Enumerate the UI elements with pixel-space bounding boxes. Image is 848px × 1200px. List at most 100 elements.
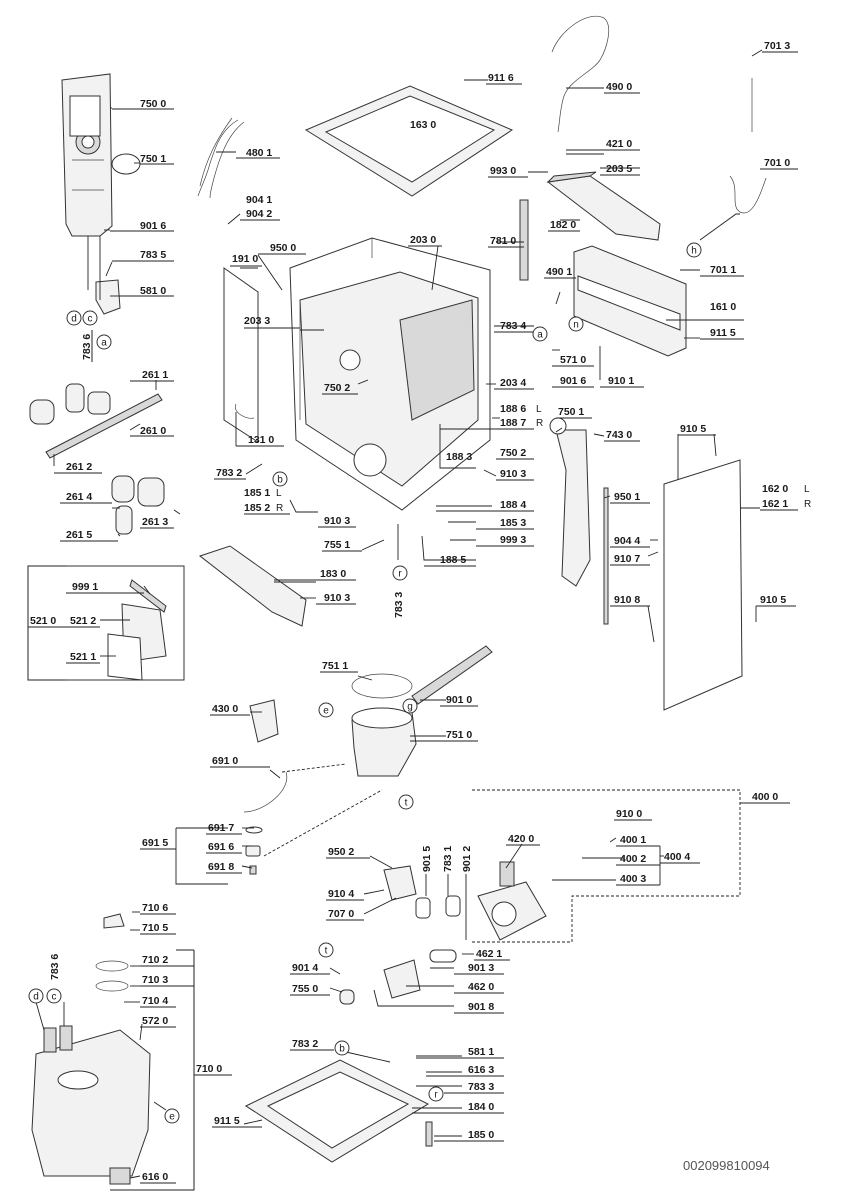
svg-text:d: d bbox=[71, 314, 77, 325]
label-203-0: 203 0 bbox=[410, 234, 436, 246]
callout-t-1: t bbox=[398, 794, 414, 810]
label-185-2: 185 2 bbox=[244, 502, 270, 514]
label-910-4: 910 4 bbox=[328, 888, 354, 900]
label-188-4: 188 4 bbox=[500, 499, 526, 511]
label-781-0: 781 0 bbox=[490, 235, 516, 247]
label-421-0: 421 0 bbox=[606, 138, 632, 150]
label-261-1: 261 1 bbox=[142, 369, 168, 381]
callout-e-1: e bbox=[318, 702, 334, 718]
label-999-3: 999 3 bbox=[500, 534, 526, 546]
label-188-7: 188 7 bbox=[500, 417, 526, 429]
control-module-part bbox=[61, 73, 141, 237]
label-400-4: 400 4 bbox=[664, 851, 690, 863]
svg-text:r: r bbox=[398, 569, 402, 580]
callout-d-1: d bbox=[66, 310, 82, 326]
svg-text:t: t bbox=[405, 798, 408, 809]
svg-text:a: a bbox=[101, 338, 107, 349]
label-901-4: 901 4 bbox=[292, 962, 318, 974]
svg-text:c: c bbox=[88, 314, 93, 325]
label-999-1: 999 1 bbox=[72, 581, 98, 593]
label-131-0: 131 0 bbox=[248, 434, 274, 446]
label-462-1: 462 1 bbox=[476, 948, 502, 960]
top-rail-part bbox=[546, 171, 661, 241]
callout-t-2: t bbox=[318, 942, 334, 958]
callout-g-1: g bbox=[402, 698, 418, 714]
label-750-1: 750 1 bbox=[140, 153, 166, 165]
tub-frame-part bbox=[289, 237, 491, 511]
label-581-0: 581 0 bbox=[140, 285, 166, 297]
label-755-0: 755 0 bbox=[292, 983, 318, 995]
label-750-2: 750 2 bbox=[324, 382, 350, 394]
document-code: 002099810094 bbox=[683, 1158, 770, 1173]
label-261-2: 261 2 bbox=[66, 461, 92, 473]
label-750-2-right: 750 2 bbox=[500, 447, 526, 459]
label-420-0: 420 0 bbox=[508, 833, 534, 845]
label-701-0: 701 0 bbox=[764, 157, 790, 169]
callout-markers: d c a b r a n h e g t t d c e b r bbox=[28, 242, 702, 1124]
label-182-0: 182 0 bbox=[550, 219, 576, 231]
label-904-2: 904 2 bbox=[246, 208, 272, 220]
label-480-1: 480 1 bbox=[246, 147, 272, 159]
label-755-1: 755 1 bbox=[324, 539, 350, 551]
label-950-1: 950 1 bbox=[614, 491, 640, 503]
power-cable-part bbox=[551, 15, 610, 133]
label-188-6: 188 6 bbox=[500, 403, 526, 415]
label-783-4: 783 4 bbox=[500, 320, 526, 332]
label-184-0: 184 0 bbox=[468, 1101, 494, 1113]
filter-frame-part bbox=[27, 565, 185, 681]
label-743-0: 743 0 bbox=[606, 429, 632, 441]
svg-text:c: c bbox=[52, 992, 57, 1003]
svg-text:d: d bbox=[33, 992, 39, 1003]
label-911-5-top: 911 5 bbox=[710, 327, 736, 339]
label-261-3: 261 3 bbox=[142, 516, 168, 528]
svg-text:b: b bbox=[339, 1044, 345, 1055]
label-701-3: 701 3 bbox=[764, 40, 790, 52]
label-910-1: 910 1 bbox=[608, 375, 634, 387]
callout-r-1: r bbox=[392, 565, 408, 581]
heater-part bbox=[249, 699, 279, 743]
label-911-5-base: 911 5 bbox=[214, 1115, 240, 1127]
callout-a-2: a bbox=[532, 326, 548, 342]
svg-text:e: e bbox=[169, 1112, 175, 1123]
label-911-6: 911 6 bbox=[488, 72, 514, 84]
label-710-6: 710 6 bbox=[142, 902, 168, 914]
label-950-2: 950 2 bbox=[328, 846, 354, 858]
label-904-1: 904 1 bbox=[246, 194, 272, 206]
valve-part bbox=[87, 236, 121, 315]
label-910-5-bottom: 910 5 bbox=[760, 594, 786, 606]
fitting-part bbox=[339, 989, 355, 1005]
drain-hoses-part bbox=[383, 895, 461, 999]
label-185-0: 185 0 bbox=[468, 1129, 494, 1141]
pump-motor-part bbox=[477, 861, 547, 941]
label-521-1: 521 1 bbox=[70, 651, 96, 663]
callout-a-1: a bbox=[96, 334, 112, 350]
label-400-2: 400 2 bbox=[620, 853, 646, 865]
hose-part bbox=[519, 199, 529, 281]
part-labels: 750 0 750 1 901 6 783 5 581 0 783 6 480 … bbox=[28, 40, 811, 1190]
rail-assembly-part bbox=[29, 383, 165, 535]
side-panel-part bbox=[223, 267, 259, 443]
label-462-0: 462 0 bbox=[468, 981, 494, 993]
label-901-5: 901 5 bbox=[421, 846, 433, 872]
label-572-0: 572 0 bbox=[142, 1015, 168, 1027]
label-183-0: 183 0 bbox=[320, 568, 346, 580]
callout-d-2: d bbox=[28, 988, 44, 1004]
label-203-3: 203 3 bbox=[244, 315, 270, 327]
door-panel-part bbox=[603, 459, 743, 711]
label-162-0: 162 0 bbox=[762, 483, 788, 495]
label-161-0: 161 0 bbox=[710, 301, 736, 313]
plinth-part bbox=[198, 545, 307, 627]
label-910-3-plinth: 910 3 bbox=[324, 592, 350, 604]
label-783-1: 783 1 bbox=[442, 846, 454, 872]
svg-text:e: e bbox=[323, 706, 329, 717]
svg-text:t: t bbox=[325, 946, 328, 957]
label-901-6-right: 901 6 bbox=[560, 375, 586, 387]
label-901-3: 901 3 bbox=[468, 962, 494, 974]
svg-text:g: g bbox=[407, 702, 413, 713]
label-710-5: 710 5 bbox=[142, 922, 168, 934]
callout-n-1: n bbox=[568, 316, 584, 332]
label-750-1-right: 750 1 bbox=[558, 406, 584, 418]
hook-part bbox=[234, 403, 255, 419]
label-910-7: 910 7 bbox=[614, 553, 640, 565]
callout-e-2: e bbox=[164, 1108, 180, 1124]
